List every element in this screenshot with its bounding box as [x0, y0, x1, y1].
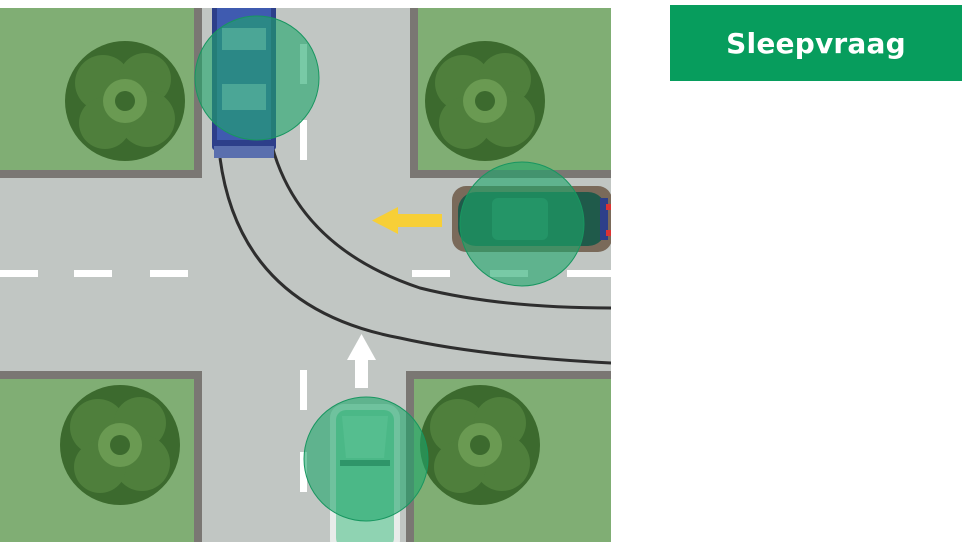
tree-icon [60, 385, 180, 505]
drop-zone-right[interactable] [459, 161, 585, 287]
drop-zone-top[interactable] [194, 15, 320, 141]
tire-tracks [218, 145, 611, 365]
tree-icon [425, 41, 545, 161]
tree-icon [420, 385, 540, 505]
yellow-arrow-icon [372, 207, 442, 234]
drop-zone-bottom[interactable] [303, 396, 429, 522]
white-arrow-icon [347, 334, 376, 388]
intersection-illustration [0, 8, 611, 542]
question-type-label: Sleepvraag [726, 26, 906, 60]
tree-icon [65, 41, 185, 161]
question-type-badge: Sleepvraag [670, 5, 962, 81]
intersection-scene [0, 8, 611, 542]
